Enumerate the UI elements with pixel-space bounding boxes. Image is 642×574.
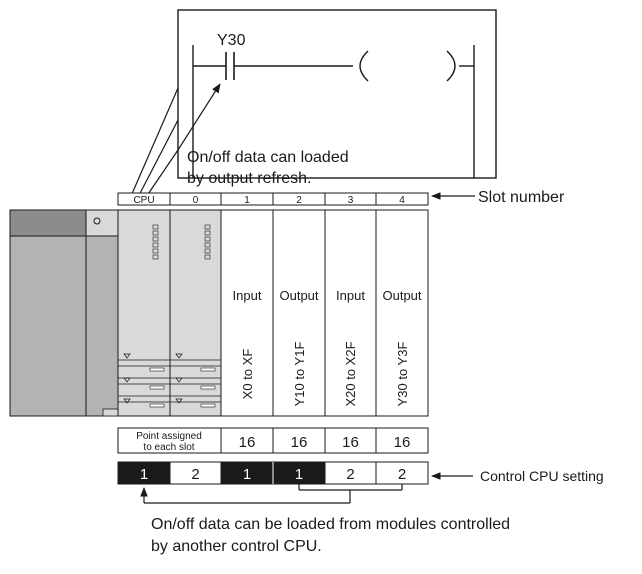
io-module-3-type: Input <box>336 288 365 303</box>
output-refresh-line-1: On/off data can loaded <box>187 149 349 166</box>
slot-cell-1: 1 <box>244 195 250 206</box>
cpu-module-1 <box>117 209 171 417</box>
cpu-module-2 <box>169 209 222 417</box>
io-module-3: Input X20 to X2F <box>324 209 377 417</box>
points-label-line-1: Point assigned <box>136 431 202 442</box>
io-module-2: Output Y10 to Y1F <box>272 209 326 417</box>
cpu-setting-value-4: 2 <box>398 466 406 483</box>
io-module-3-range: X20 to X2F <box>343 341 358 406</box>
callout-line-2 <box>134 119 179 204</box>
io-module-4-type: Output <box>382 288 421 303</box>
power-led <box>93 217 101 225</box>
points-value-4: 16 <box>394 434 411 451</box>
control-bracket <box>140 484 403 504</box>
slot-cell-3: 3 <box>348 195 354 206</box>
slot-cell-4: 4 <box>399 195 405 206</box>
io-module-1: Input X0 to XF <box>220 209 274 417</box>
control-cpu-row: 1 2 1 1 2 2 <box>117 461 429 485</box>
cpu-setting-value-cpu: 1 <box>140 466 148 483</box>
slot-cell-0: 0 <box>193 195 199 206</box>
io-module-1-range: X0 to XF <box>240 349 255 400</box>
ladder-diagram: Y30 <box>177 9 497 179</box>
slot-number-row: CPU 0 1 2 3 4 <box>117 192 429 206</box>
callout-line-1 <box>127 87 179 204</box>
points-value-1: 16 <box>239 434 256 451</box>
cpu-setting-value-1: 1 <box>243 466 251 483</box>
io-module-2-range: Y10 to Y1F <box>292 342 307 407</box>
slot-number-label: Slot number <box>478 189 565 206</box>
other-cpu-line-1: On/off data can be loaded from modules c… <box>151 516 510 533</box>
ladder-coil-right <box>446 50 456 82</box>
pointer-arrow <box>177 83 221 151</box>
output-refresh-line-2: by output refresh. <box>187 170 312 187</box>
points-value-2: 16 <box>291 434 308 451</box>
io-module-1-type: Input <box>233 288 262 303</box>
points-row: Point assigned to each slot 16 16 16 16 <box>117 427 429 454</box>
ladder-coil-left <box>359 50 369 82</box>
io-module-4-range: Y30 to Y3F <box>395 342 410 407</box>
cpu-setting-value-3: 2 <box>346 466 354 483</box>
io-module-2-type: Output <box>279 288 318 303</box>
power-supply-module <box>9 209 119 417</box>
cpu-setting-value-0: 2 <box>191 466 199 483</box>
cpu-setting-value-2: 1 <box>295 466 303 483</box>
ladder-frame <box>177 9 497 179</box>
other-cpu-line-2: by another control CPU. <box>151 538 322 555</box>
points-value-3: 16 <box>342 434 359 451</box>
io-module-4: Output Y30 to Y3F <box>375 209 429 417</box>
control-cpu-label: Control CPU setting <box>480 468 604 484</box>
contact-label: Y30 <box>217 32 246 49</box>
slot-cell-cpu: CPU <box>133 195 154 206</box>
slot-cell-2: 2 <box>296 195 302 206</box>
points-label-line-2: to each slot <box>143 442 194 453</box>
